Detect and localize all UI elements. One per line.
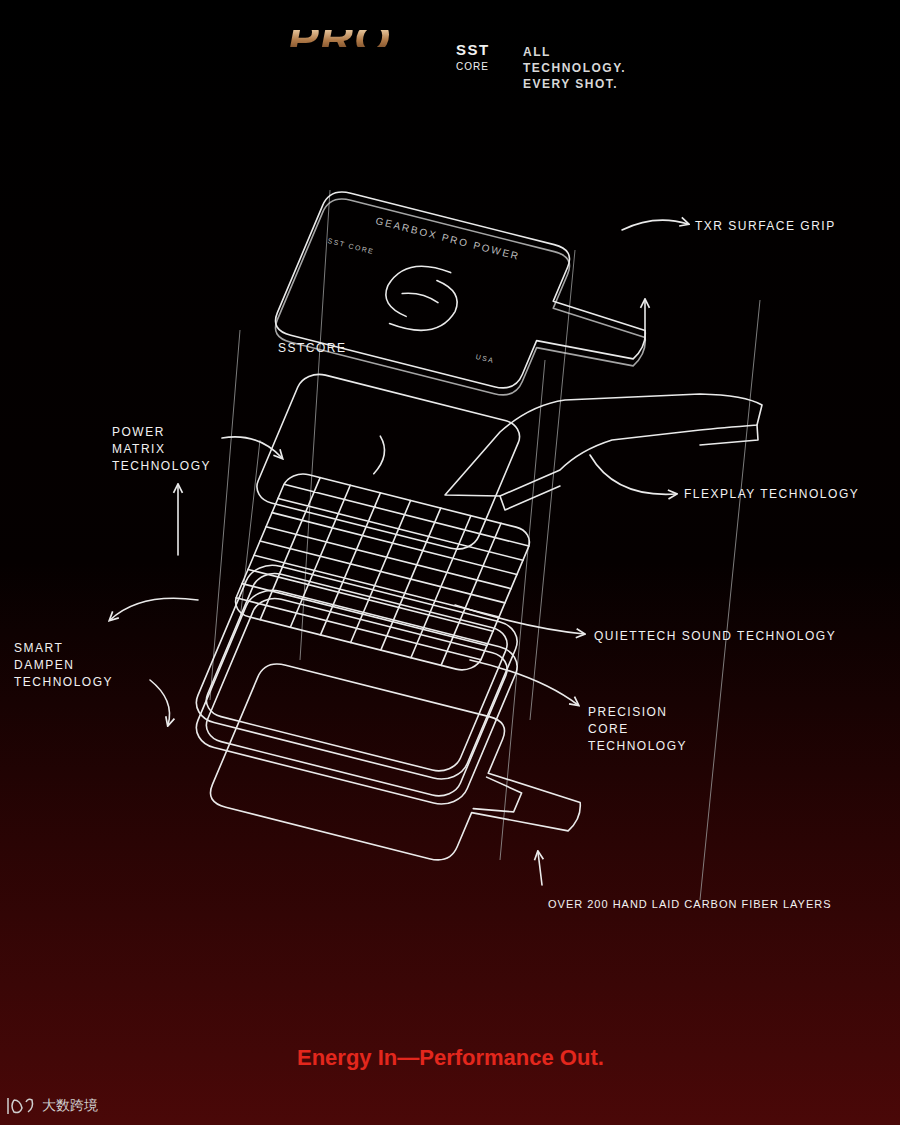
up-arrow (177, 485, 179, 555)
part-label: SSTCORE (278, 340, 347, 357)
brand-logo: PRO (282, 30, 397, 47)
construction-lines (210, 190, 760, 900)
paddle-print: SST CORE (326, 232, 376, 260)
up-arrow (644, 300, 646, 340)
bottom-paddle-face (205, 660, 608, 889)
core-badge: SST (456, 41, 490, 58)
part-label: SMART DAMPEN TECHNOLOGY (14, 640, 124, 691)
sst-core-layer (251, 370, 525, 553)
part-label: TXR SURFACE GRIP (695, 218, 836, 235)
paddle-print: USA (474, 348, 496, 369)
grid-core (230, 470, 535, 674)
watermark-icon (8, 1098, 33, 1114)
curve-arrow (150, 680, 170, 725)
watermark: 大数跨境 (42, 1097, 98, 1114)
part-label: FLEXPLAY TECHNOLOGY (684, 486, 859, 503)
part-label: POWER MATRIX TECHNOLOGY (112, 424, 220, 475)
part-label: PRECISION CORE TECHNOLOGY (588, 704, 708, 755)
handle-piece (445, 394, 762, 496)
edge-frame (189, 560, 524, 784)
core-badge: CORE (456, 58, 489, 75)
top-paddle-face (270, 188, 673, 424)
leader-lines (110, 220, 688, 885)
part-label: QUIETTECH SOUND TECHNOLOGY (594, 628, 836, 645)
tagline: ALL TECHNOLOGY. EVERY SHOT. (523, 44, 643, 92)
caption: Energy In—Performance Out. (297, 1045, 604, 1071)
part-label: OVER 200 HAND LAID CARBON FIBER LAYERS (548, 896, 832, 913)
